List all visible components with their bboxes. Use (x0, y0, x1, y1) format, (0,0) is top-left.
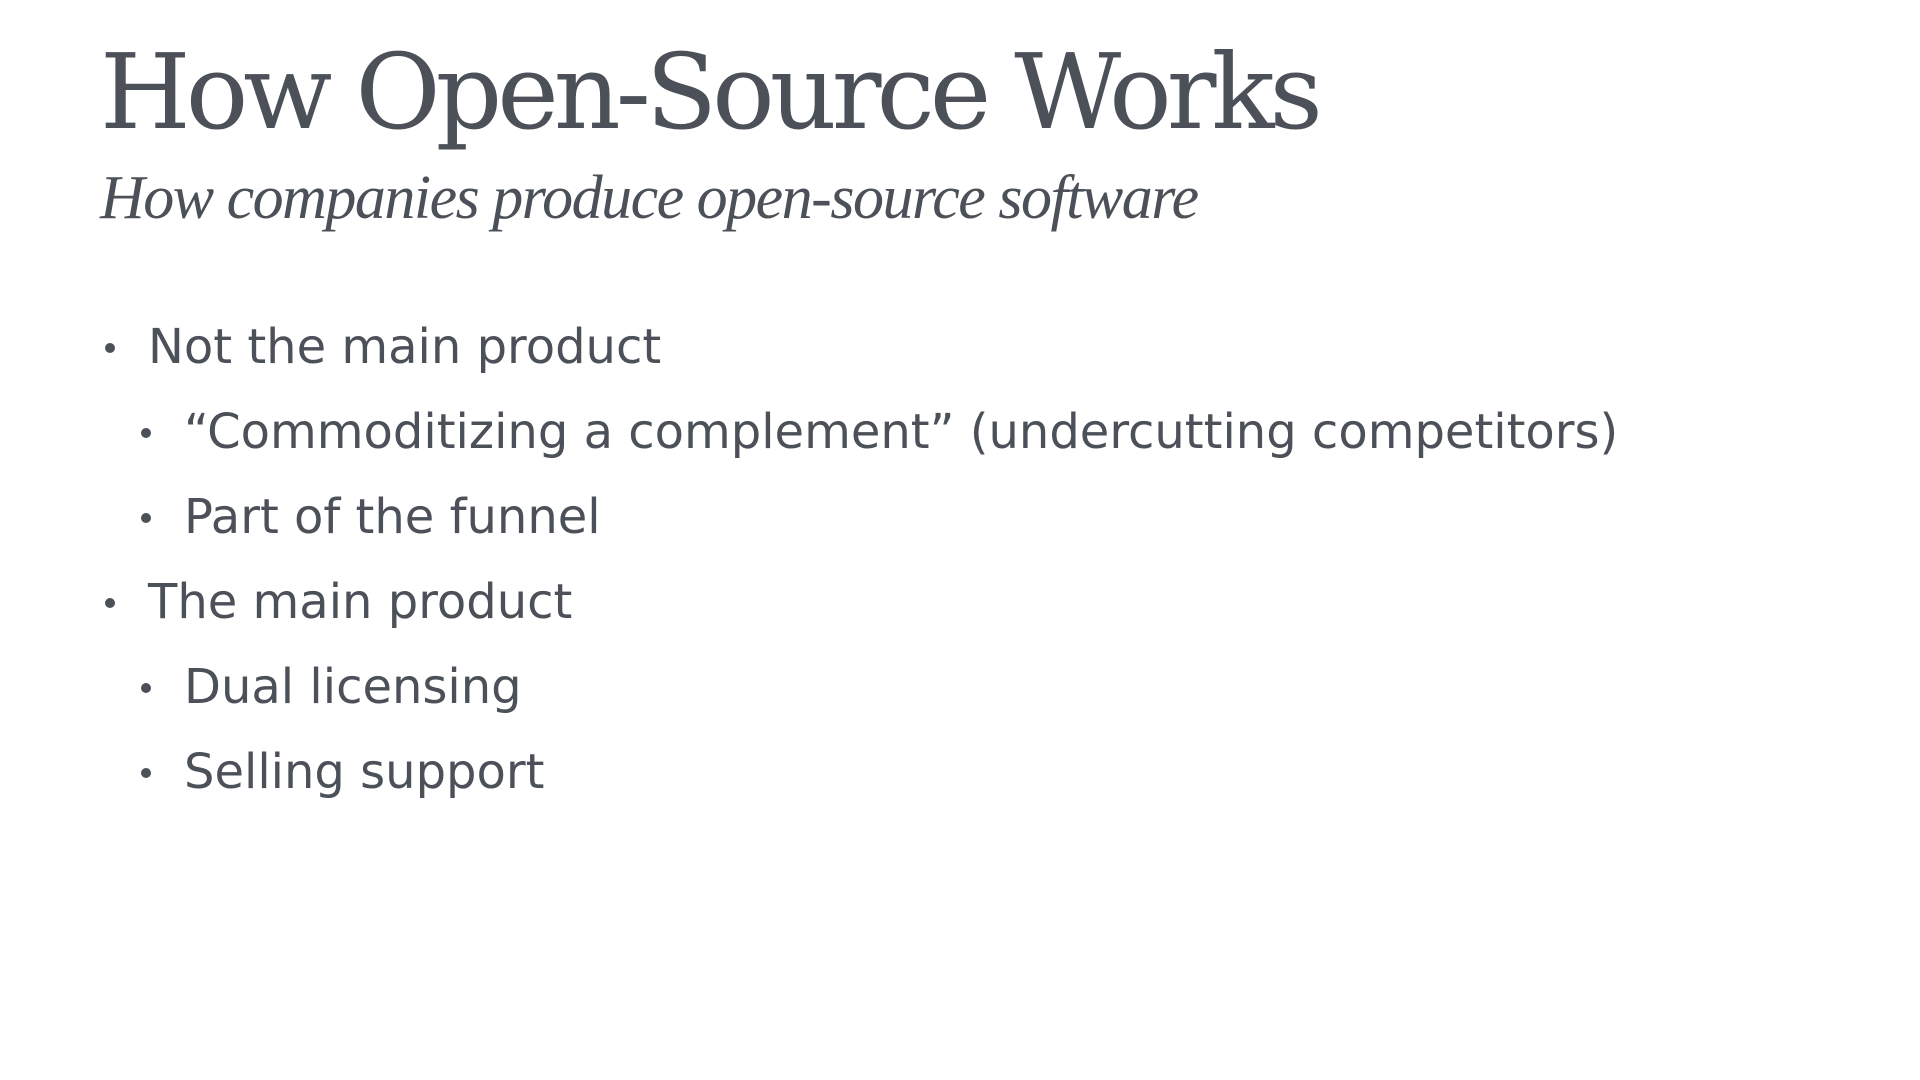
bullet-dot-icon (105, 343, 115, 354)
bullet-item: Not the main product (100, 305, 1820, 390)
slide-title: How Open-Source Works (100, 31, 1323, 153)
bullet-text: Selling support (184, 744, 545, 801)
bullet-dot-icon (105, 598, 115, 609)
bullet-item: The main product (100, 560, 1820, 645)
sub-bullet-item: Part of the funnel (100, 475, 1820, 560)
slide-subtitle: How companies produce open-source softwa… (100, 163, 1199, 232)
bullet-text: Part of the funnel (184, 489, 601, 546)
sub-bullet-item: Selling support (100, 730, 1820, 815)
bullet-text: Not the main product (148, 319, 662, 376)
bullet-text: Dual licensing (184, 659, 522, 716)
sub-bullet-item: Dual licensing (100, 645, 1820, 730)
bullet-list: Not the main product “Commoditizing a co… (100, 305, 1820, 815)
bullet-dot-icon (141, 768, 151, 779)
bullet-text: The main product (148, 574, 573, 631)
sub-bullet-item: “Commoditizing a complement” (undercutti… (100, 390, 1820, 475)
bullet-dot-icon (141, 683, 151, 694)
bullet-text: “Commoditizing a complement” (undercutti… (184, 404, 1619, 461)
bullet-dot-icon (141, 513, 151, 524)
bullet-dot-icon (141, 428, 151, 439)
